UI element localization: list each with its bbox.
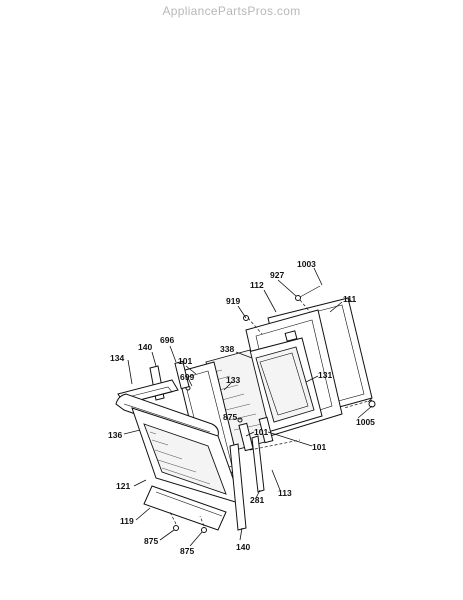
right-side-trim [229, 435, 265, 531]
label-1003: 1003 [297, 259, 316, 269]
label-101-mid: 101 [254, 427, 268, 437]
label-875-mid: 875 [223, 412, 237, 422]
label-696: 696 [160, 335, 174, 345]
window-frame-assembly [247, 337, 323, 433]
label-131: 131 [318, 370, 332, 380]
label-111: 111 [343, 294, 357, 304]
label-919: 919 [226, 296, 240, 306]
label-1005: 1005 [356, 417, 375, 427]
label-875-bottom: 875 [180, 546, 194, 556]
label-281: 281 [250, 495, 264, 505]
label-140-bottom: 140 [236, 542, 250, 552]
label-121: 121 [116, 481, 130, 491]
label-875-left: 875 [144, 536, 158, 546]
label-101-right: 101 [312, 442, 326, 452]
label-134: 134 [110, 353, 124, 363]
label-699: 699 [180, 372, 194, 382]
label-119: 119 [120, 516, 134, 526]
label-927: 927 [270, 270, 284, 280]
part-labels: 1003 927 112 111 919 338 696 140 101 134… [108, 259, 375, 556]
label-101-top: 101 [178, 356, 192, 366]
outer-door-panel [131, 407, 243, 505]
screws [173, 285, 376, 533]
watermark-text: AppliancePartsPros.com [162, 4, 301, 18]
label-133: 133 [226, 375, 240, 385]
label-338: 338 [220, 344, 234, 354]
alignment-lines [169, 299, 373, 527]
door-hinges [174, 360, 274, 452]
label-140-top: 140 [138, 342, 152, 352]
label-113: 113 [278, 488, 292, 498]
label-136: 136 [108, 430, 122, 440]
leader-lines [123, 267, 373, 547]
label-112: 112 [250, 280, 264, 290]
bottom-kick-plate [143, 485, 227, 531]
